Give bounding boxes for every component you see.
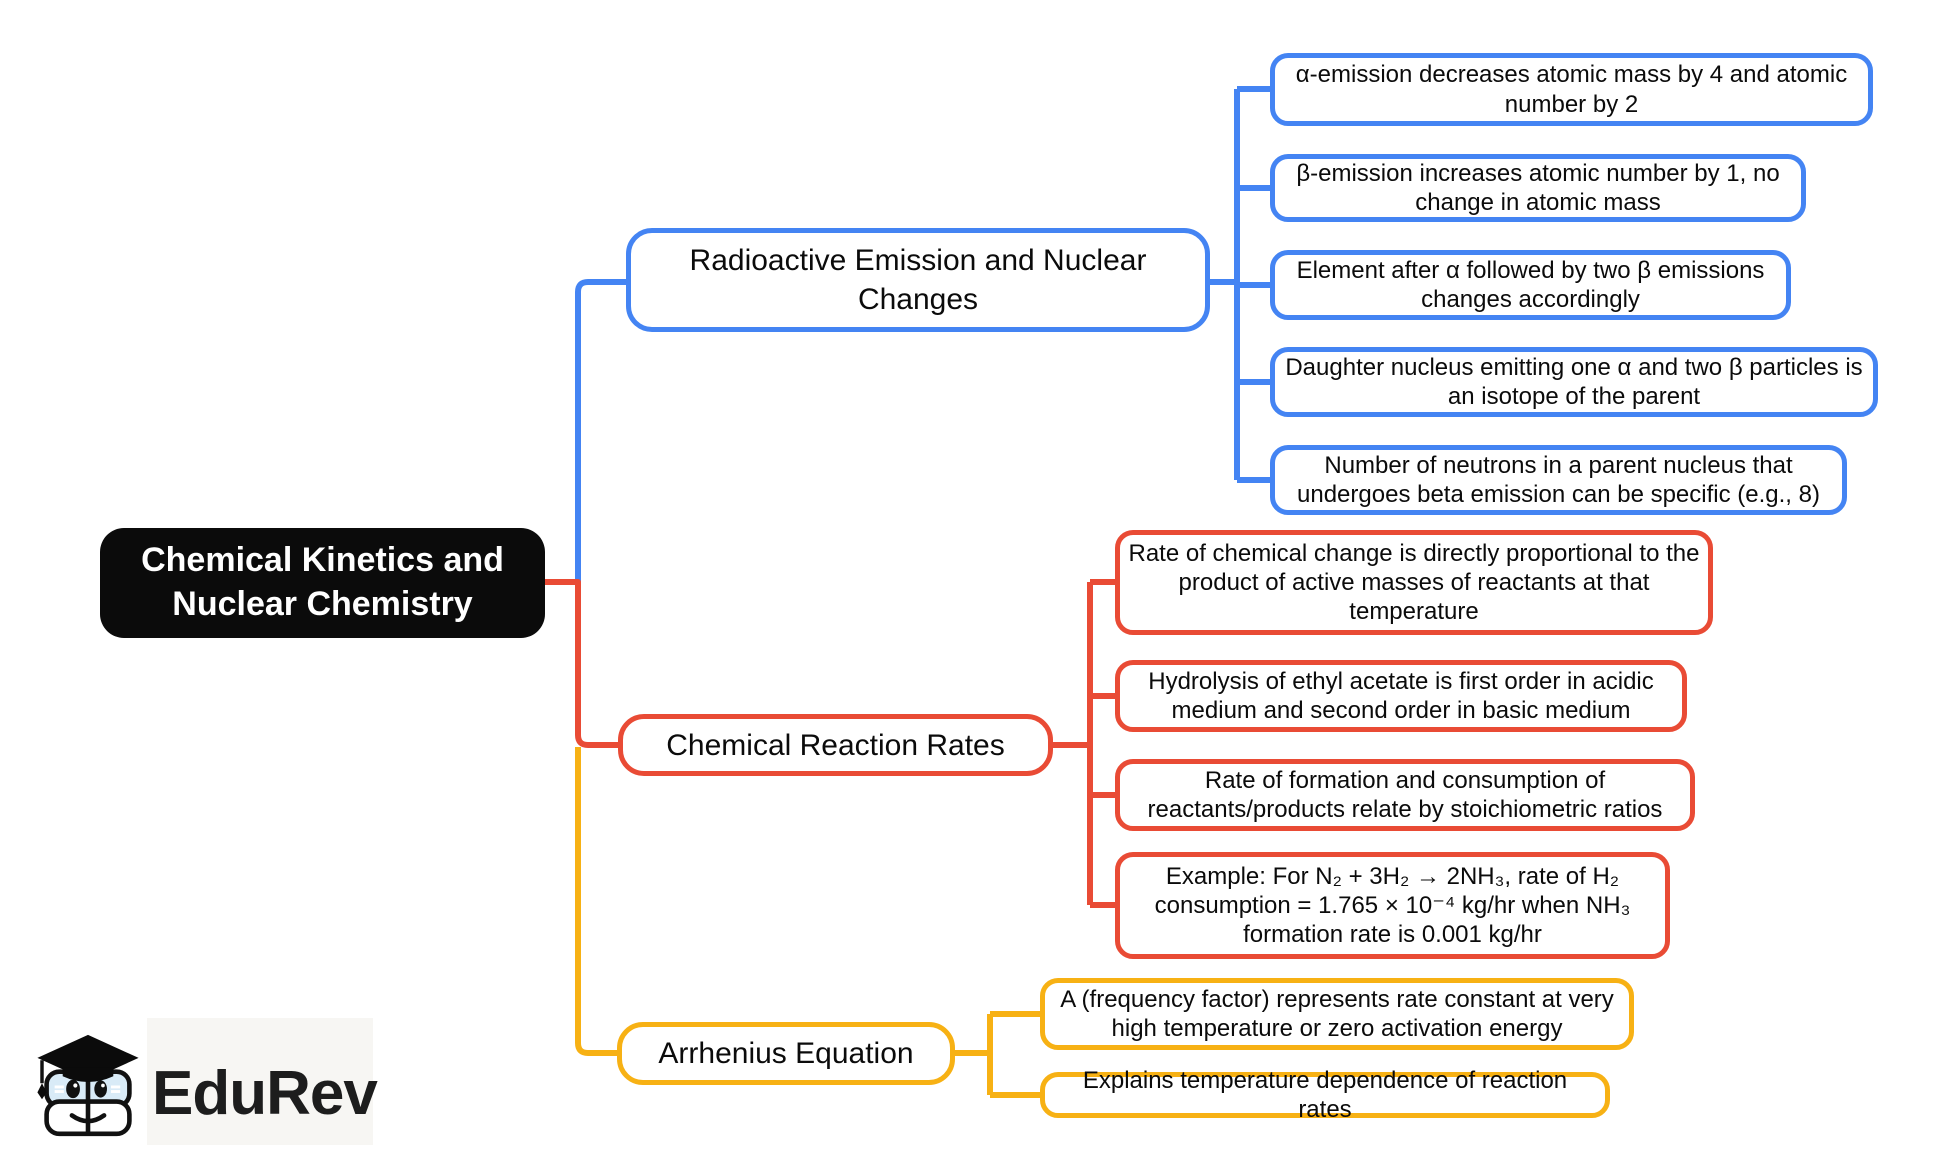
leaf-text: β-emission increases atomic number by 1,…	[1296, 159, 1780, 216]
leaf-text: Number of neutrons in a parent nucleus t…	[1297, 451, 1820, 508]
leaf-node-neutrons-parent-nucleus: Number of neutrons in a parent nucleus t…	[1270, 445, 1847, 515]
leaf-text: Rate of formation and consumption of rea…	[1147, 766, 1663, 823]
root-node: Chemical Kinetics and Nuclear Chemistry	[100, 528, 545, 638]
connector-red-branch	[545, 579, 1115, 908]
leaf-node-rate-active-masses: Rate of chemical change is directly prop…	[1115, 530, 1713, 635]
leaf-text: Rate of chemical change is directly prop…	[1128, 539, 1700, 626]
leaf-node-daughter-nucleus-isotope: Daughter nucleus emitting one α and two …	[1270, 347, 1878, 417]
branch-label: Arrhenius Equation	[658, 1037, 914, 1070]
branch-label: Radioactive Emission and Nuclear Changes	[689, 244, 1147, 316]
edurev-logo-text: EduRev	[152, 1059, 378, 1128]
leaf-node-ethyl-acetate-hydrolysis: Hydrolysis of ethyl acetate is first ord…	[1115, 660, 1687, 732]
leaf-text: Element after α followed by two β emissi…	[1296, 256, 1765, 313]
leaf-node-beta-emission: β-emission increases atomic number by 1,…	[1270, 154, 1806, 222]
leaf-text: Daughter nucleus emitting one α and two …	[1285, 353, 1863, 410]
logo-watermark-background	[147, 1018, 373, 1145]
leaf-node-alpha-emission: α-emission decreases atomic mass by 4 an…	[1270, 53, 1873, 126]
connector-blue-branch	[575, 86, 1270, 585]
leaf-node-temperature-dependence: Explains temperature dependence of react…	[1040, 1067, 1610, 1123]
branch-node-radioactive-emission: Radioactive Emission and Nuclear Changes	[626, 228, 1210, 332]
leaf-text: Explains temperature dependence of react…	[1082, 1066, 1568, 1123]
leaf-text: A (frequency factor) represents rate con…	[1060, 985, 1614, 1042]
leaf-node-stoichiometric-ratios: Rate of formation and consumption of rea…	[1115, 759, 1695, 831]
leaf-text: α-emission decreases atomic mass by 4 an…	[1295, 61, 1848, 118]
leaf-text: Example: For N₂ + 3H₂ → 2NH₃, rate of H₂…	[1154, 862, 1631, 949]
leaf-node-frequency-factor: A (frequency factor) represents rate con…	[1040, 978, 1634, 1050]
leaf-node-element-after-emissions: Element after α followed by two β emissi…	[1270, 250, 1791, 320]
root-label: Chemical Kinetics and Nuclear Chemistry	[141, 541, 504, 623]
leaf-text: Hydrolysis of ethyl acetate is first ord…	[1148, 667, 1654, 724]
branch-node-chemical-reaction-rates: Chemical Reaction Rates	[618, 714, 1053, 776]
edurev-mascot-icon	[37, 1034, 139, 1137]
leaf-node-ammonia-example: Example: For N₂ + 3H₂ → 2NH₃, rate of H₂…	[1115, 852, 1670, 959]
connector-yellow-branch	[575, 747, 1040, 1098]
branch-label: Chemical Reaction Rates	[666, 728, 1005, 762]
branch-node-arrhenius-equation: Arrhenius Equation	[617, 1022, 955, 1085]
